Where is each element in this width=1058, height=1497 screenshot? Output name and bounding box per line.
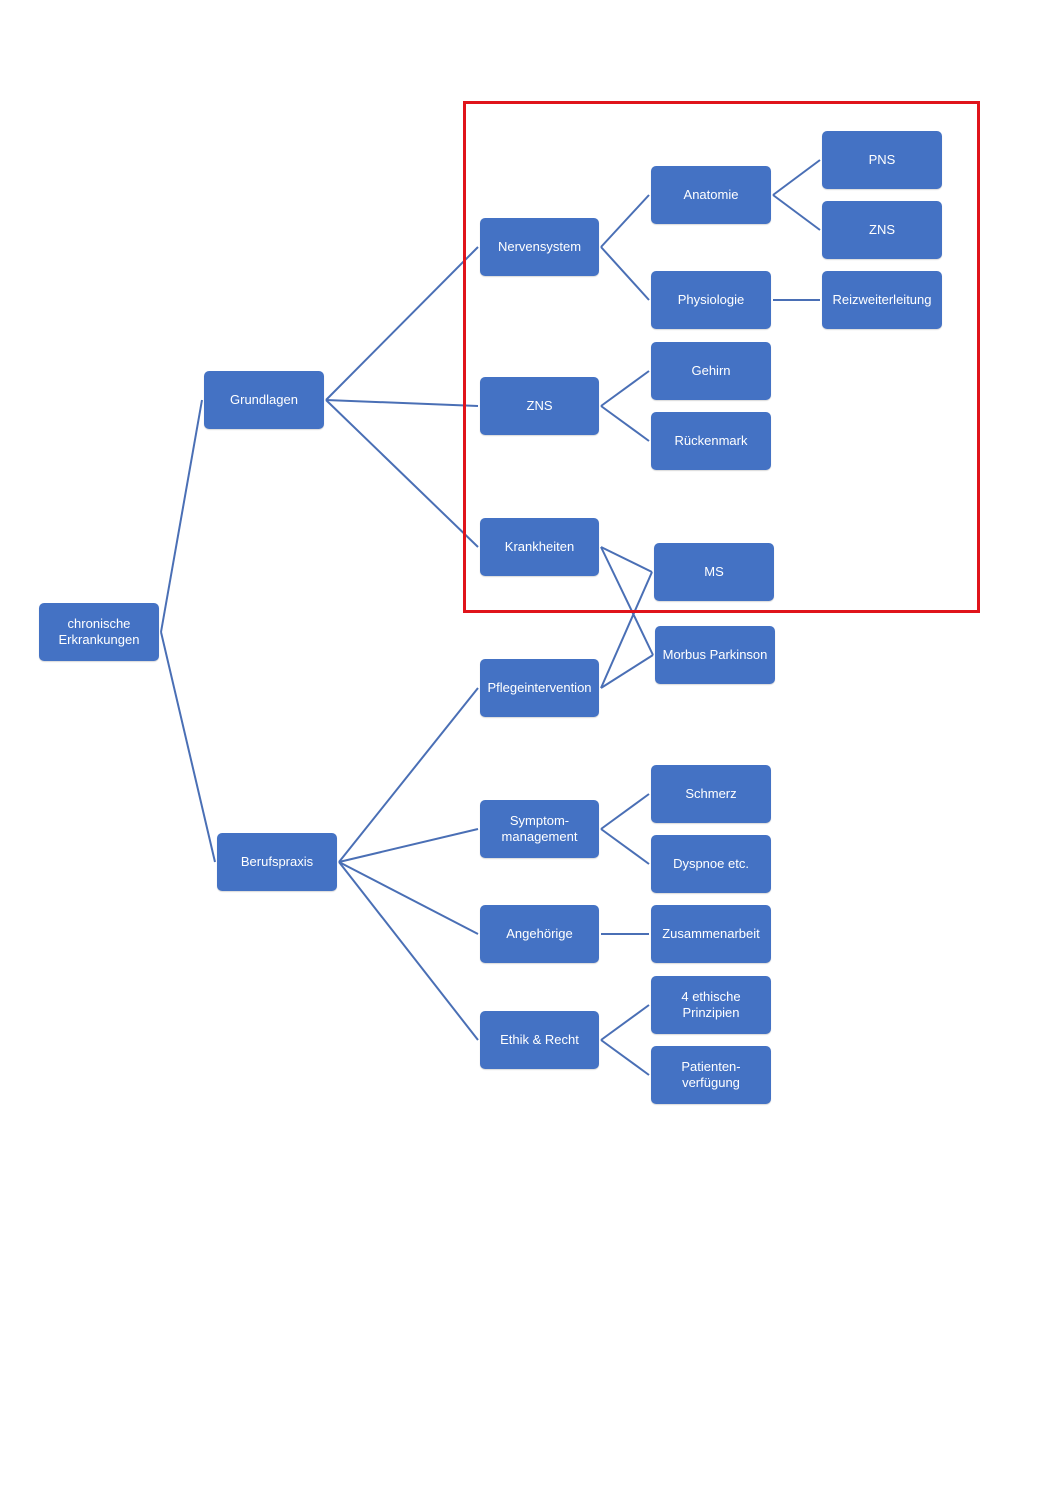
connector-pflegeintervention-morbus_parkinson bbox=[600, 654, 654, 689]
connector-grundlagen-krankheiten bbox=[325, 399, 479, 548]
connector-zns-gehirn bbox=[600, 370, 650, 407]
connector-berufspraxis-ethik_recht bbox=[338, 861, 479, 1041]
connector-zns-rueckenmark bbox=[600, 405, 650, 442]
node-patientenverfuegung: Patienten- verfügung bbox=[651, 1046, 771, 1104]
node-berufspraxis: Berufspraxis bbox=[217, 833, 337, 891]
connector-berufspraxis-symptommanagement bbox=[338, 828, 479, 863]
node-reizweiterleitung: Reizweiterleitung bbox=[822, 271, 942, 329]
connector-grundlagen-zns bbox=[325, 399, 479, 407]
node-morbus-parkinson: Morbus Parkinson bbox=[655, 626, 775, 684]
node-grundlagen: Grundlagen bbox=[204, 371, 324, 429]
connector-nervensystem-anatomie bbox=[600, 194, 650, 248]
node-symptommanagement: Symptom- management bbox=[480, 800, 599, 858]
node-ethik-recht: Ethik & Recht bbox=[480, 1011, 599, 1069]
node-krankheiten: Krankheiten bbox=[480, 518, 599, 576]
node-zusammenarbeit: Zusammenarbeit bbox=[651, 905, 771, 963]
node-chronische-erkrankungen: chronische Erkrankungen bbox=[39, 603, 159, 661]
node-pns: PNS bbox=[822, 131, 942, 189]
connector-berufspraxis-pflegeintervention bbox=[338, 687, 479, 863]
connector-krankheiten-morbus_parkinson bbox=[600, 546, 654, 656]
connector-root-grundlagen bbox=[160, 399, 203, 633]
node-gehirn: Gehirn bbox=[651, 342, 771, 400]
connector-ethik_recht-ethische_prinzipien bbox=[600, 1004, 650, 1041]
node-schmerz: Schmerz bbox=[651, 765, 771, 823]
node-physiologie: Physiologie bbox=[651, 271, 771, 329]
node-zns-anatomie: ZNS bbox=[822, 201, 942, 259]
node-pflegeintervention: Pflegeintervention bbox=[480, 659, 599, 717]
connector-nervensystem-physiologie bbox=[600, 246, 650, 301]
connector-symptommanagement-dyspnoe bbox=[600, 828, 650, 865]
node-ms: MS bbox=[654, 543, 774, 601]
connector-berufspraxis-angehoerige bbox=[338, 861, 479, 935]
connector-grundlagen-nervensystem bbox=[325, 246, 479, 401]
connector-pflegeintervention-ms bbox=[600, 571, 653, 689]
node-anatomie: Anatomie bbox=[651, 166, 771, 224]
connector-krankheiten-ms bbox=[600, 546, 653, 573]
node-angehoerige: Angehörige bbox=[480, 905, 599, 963]
connector-anatomie-pns bbox=[772, 159, 821, 196]
node-ethische-prinzipien: 4 ethische Prinzipien bbox=[651, 976, 771, 1034]
node-zns: ZNS bbox=[480, 377, 599, 435]
connector-symptommanagement-schmerz bbox=[600, 793, 650, 830]
node-nervensystem: Nervensystem bbox=[480, 218, 599, 276]
connector-ethik_recht-patientenverfuegung bbox=[600, 1039, 650, 1076]
node-dyspnoe: Dyspnoe etc. bbox=[651, 835, 771, 893]
node-rueckenmark: Rückenmark bbox=[651, 412, 771, 470]
connector-root-berufspraxis bbox=[160, 631, 216, 863]
connector-anatomie-zns_anatomie bbox=[772, 194, 821, 231]
